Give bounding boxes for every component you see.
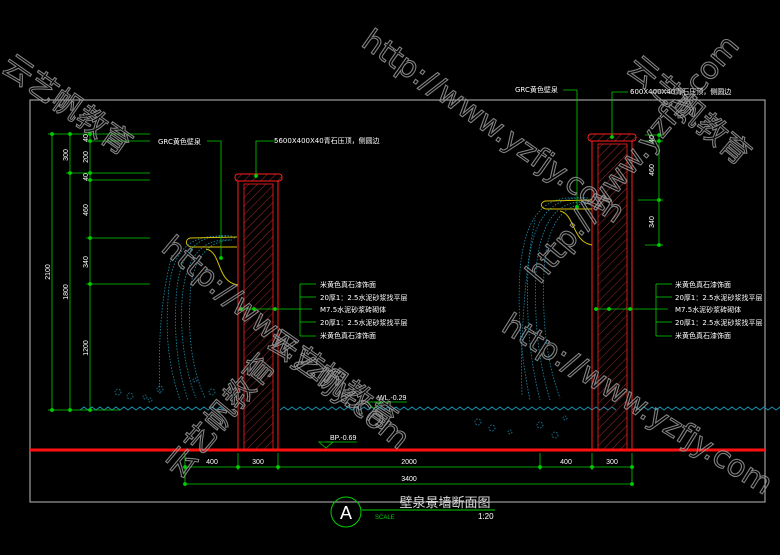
dim-total-height: 2100 [45,264,52,280]
drawing-title: 壁泉景墙断面图 [399,495,490,511]
left-cap-stone [234,173,283,182]
dim-seg-4: 300 [606,459,618,466]
drawing-frame [29,99,766,503]
left-layer-3: 20厚1：2.5水泥砂浆找平层 [320,318,408,327]
dim-seg-1: 300 [252,459,264,466]
right-vertical-dims [638,133,663,247]
scale-value: 1:20 [478,512,494,521]
dim-left-detail-3: 460 [83,204,90,216]
dim-left-mid-1: 1800 [63,284,70,300]
bottom-level-label: BP.-0.69 [330,435,356,442]
right-layer-2: M7.5水泥砂浆砖砌体 [675,305,741,314]
dim-total: 3400 [401,476,417,483]
right-layer-4: 米黄色真石漆饰面 [675,331,731,340]
right-layer-1: 20厚1：2.5水泥砂浆找平层 [675,293,763,302]
left-grc-spout [185,236,238,248]
dim-left-detail-0: 40 [83,134,90,142]
left-cap-label: 5600X400X40青石压顶，侧圆边 [274,136,380,145]
left-layer-4: 米黄色真石漆饰面 [320,331,376,340]
right-grc-label: GRC黄色壁泉 [515,85,558,94]
dim-right-detail-2: 340 [649,216,656,228]
watermark-brand-3: 云艺帆教育 [260,323,403,438]
dim-left-detail-1: 200 [83,151,90,163]
left-leaders [207,140,316,337]
dim-left-detail-4: 340 [83,256,90,268]
watermark-url-4: http://www.yzfjy.com [496,307,779,502]
left-layer-0: 米黄色真石漆饰面 [320,280,376,289]
dim-seg-0: 400 [206,459,218,466]
right-wall [540,133,637,451]
dim-left-detail-2: 40 [83,173,90,181]
dim-right-detail-1: 460 [649,164,656,176]
watermark-brand-1: 云艺帆教育 [0,48,138,163]
left-layer-1: 20厚1：2.5水泥砂浆找平层 [320,293,408,302]
dim-seg-3: 400 [560,459,572,466]
right-leaders [563,89,672,337]
level-markers [317,401,407,449]
bottom-dims [183,453,634,486]
dim-seg-2: 2000 [401,459,417,466]
dim-left-mid-0: 300 [63,149,70,161]
left-grc-label: GRC黄色壁泉 [158,137,201,146]
left-layer-2: M7.5水泥砂浆砖砌体 [320,305,386,314]
left-vertical-dims [48,132,150,412]
dim-right-detail-0: 40 [649,135,656,143]
right-layer-0: 米黄色真石漆饰面 [675,280,731,289]
right-layer-3: 20厚1：2.5水泥砂浆找平层 [675,318,763,327]
section-marker-letter: A [340,503,352,523]
water-level-label: WL.-0.29 [378,395,407,402]
dim-left-detail-5: 1200 [83,340,90,356]
section-marker-circle [330,496,362,528]
right-grc-spout [540,199,593,210]
right-cap-label: 600X400X40青石压顶，侧圆边 [630,87,731,96]
scale-label: SCALE [375,515,395,521]
watermarks: http://www.yzfjy.com http://www.yzfjy.co… [0,22,779,502]
left-water-curtain [114,235,236,403]
